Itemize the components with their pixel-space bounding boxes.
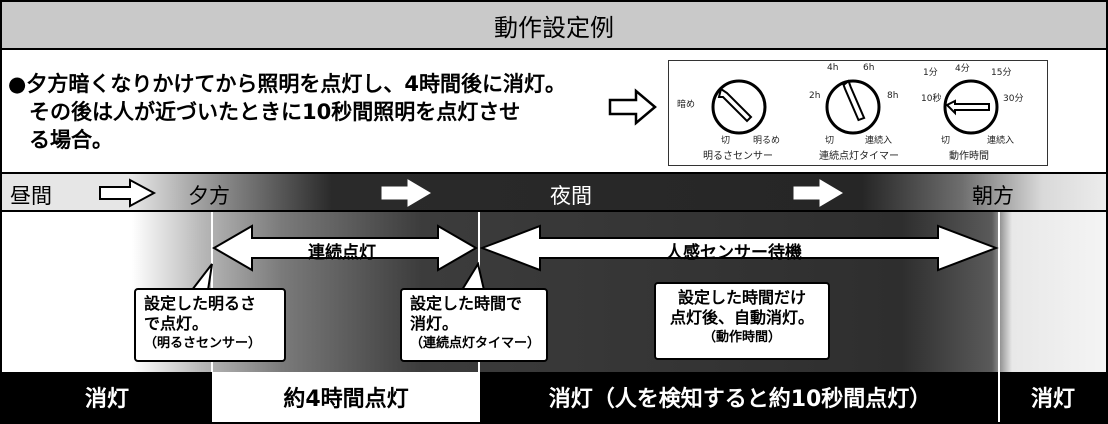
dial3-left-label: 10秒 (921, 94, 942, 104)
sensor-standby-label: 人感センサー待機 (666, 243, 802, 263)
timeline-arrow-3-icon (793, 179, 843, 207)
intro-text: ●夕方暗くなりかけてから照明を点灯し、4時間後に消灯。 その後は人が近づいたとき… (8, 70, 638, 154)
timer-dial-icon (825, 79, 881, 135)
dial-settings-panel: 暗め 切 明るめ 明るさセンサー 4h 6h 2h 8h 切 連続入 連続点灯タ… (668, 60, 1048, 166)
dial3-top-label-1: 1分 (923, 68, 938, 78)
dial2-bottom-left-label: 切 (825, 136, 835, 146)
bubble-duration: 設定した時間だけ 点灯後、自動消灯。 （動作時間） (654, 282, 830, 360)
status-off-sensor: 消灯（人を検知すると約10秒間点灯） (480, 372, 1000, 422)
dial1-left-label: 暗め (677, 100, 696, 110)
dial1-name: 明るさセンサー (703, 151, 773, 162)
status-off-2: 消灯 (1000, 372, 1106, 422)
intro-line-1: ●夕方暗くなりかけてから照明を点灯し、4時間後に消灯。 (8, 72, 566, 96)
dial1-bottom-left-label: 切 (721, 136, 731, 146)
dial2-top-label-2: 6h (863, 63, 875, 73)
timeline-label-morning: 朝方 (972, 184, 1014, 208)
bullet-icon: ● (8, 72, 27, 96)
intro-section: ●夕方暗くなりかけてから照明を点灯し、4時間後に消灯。 その後は人が近づいたとき… (2, 50, 1106, 174)
status-off-1: 消灯 (2, 372, 212, 422)
brightness-dial-icon (711, 79, 767, 135)
dial2-right-label: 8h (887, 91, 899, 101)
timeline-label-daytime: 昼間 (10, 184, 52, 208)
status-divider (998, 372, 1000, 422)
dial2-left-label: 2h (809, 91, 821, 101)
bubble-timer: 設定した時間で 消灯。 （連続点灯タイマー） (400, 288, 548, 362)
continuous-lighting-arrow (212, 224, 478, 272)
duration-dial-icon (943, 79, 999, 135)
title-bar: 動作設定例 (2, 2, 1106, 50)
sensor-standby-arrow (480, 224, 999, 272)
dial1-bottom-right-label: 明るめ (753, 136, 781, 146)
dial2-bottom-right-label: 連続入 (865, 136, 893, 146)
right-arrow-icon (608, 88, 657, 126)
dial3-right-label: 30分 (1003, 94, 1024, 104)
timeline-label-night: 夜間 (550, 184, 592, 208)
intro-line-2: その後は人が近づいたときに10秒間照明を点灯させ (29, 100, 521, 124)
intro-line-3: る場合。 (29, 128, 113, 152)
timeline-arrow-2-icon (381, 179, 431, 207)
timeline-arrow-1-icon (99, 178, 157, 208)
page-title: 動作設定例 (494, 13, 614, 42)
dial2-top-label-1: 4h (827, 63, 839, 73)
dial3-top-label-2: 4分 (955, 64, 970, 74)
bubble-brightness: 設定した明るさ で点灯。 （明るさセンサー） (134, 288, 286, 362)
status-on-4h: 約4時間点灯 (212, 372, 480, 422)
dial3-name: 動作時間 (949, 151, 989, 162)
dial3-bottom-right-label: 連続入 (987, 136, 1015, 146)
status-row: 消灯 約4時間点灯 消灯（人を検知すると約10秒間点灯） 消灯 (2, 372, 1106, 422)
dial3-top-label-3: 15分 (991, 68, 1012, 78)
divider-line-3 (998, 212, 1000, 372)
dial2-name: 連続点灯タイマー (819, 151, 899, 162)
timeline-label-evening: 夕方 (188, 184, 230, 208)
dial3-bottom-left-label: 切 (941, 136, 951, 146)
continuous-lighting-label: 連続点灯 (308, 243, 376, 263)
time-of-day-row: 昼間 夕方 夜間 朝方 (2, 174, 1106, 212)
operation-region: 連続点灯 人感センサー待機 設定した明るさ で点灯。 （明るさセンサー） 設定し… (2, 212, 1106, 372)
